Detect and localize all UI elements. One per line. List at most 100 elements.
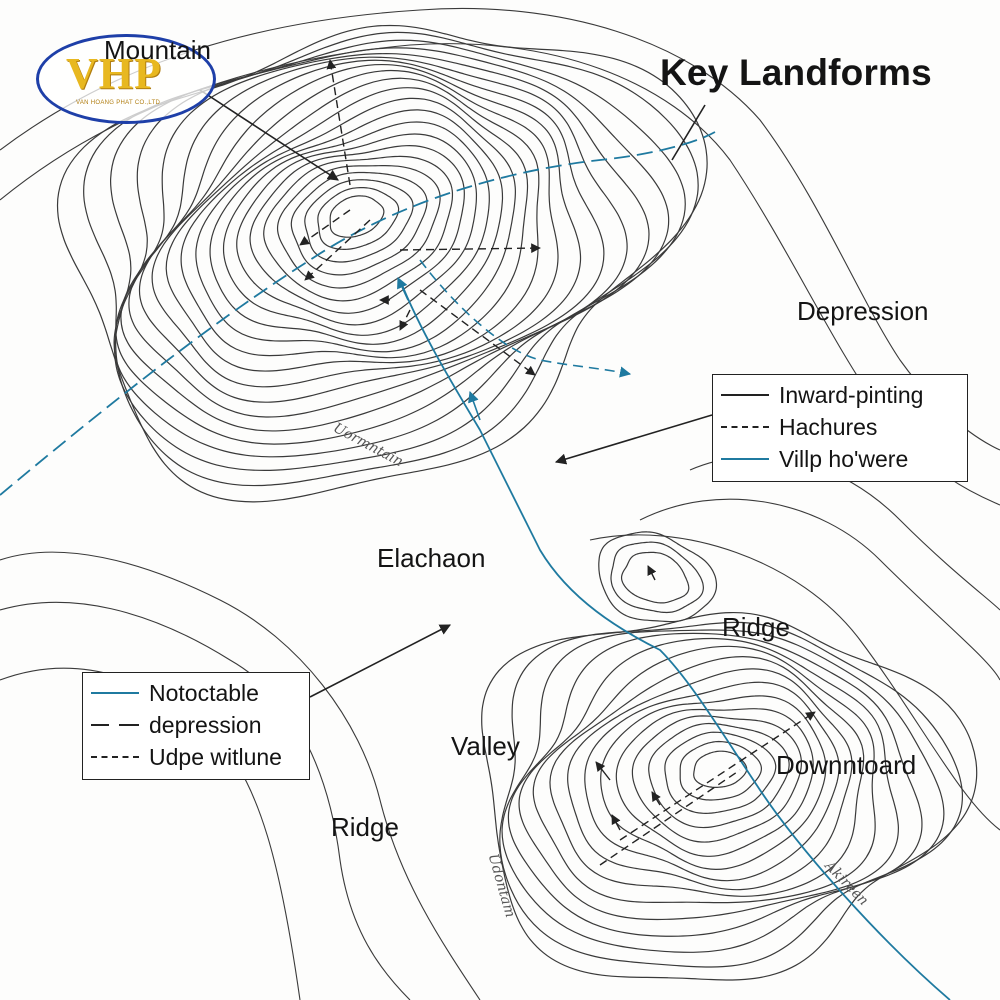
contour-line (290, 171, 428, 276)
small-arrow (647, 565, 657, 581)
contour-line (329, 195, 385, 238)
middle-bump-contours (598, 531, 718, 623)
legend-right-label: Villp ho'were (779, 445, 909, 472)
legend-swatch-dashed (721, 426, 769, 428)
contour-line (600, 695, 827, 871)
label-valley: Valley (451, 731, 520, 761)
logo-ring (36, 34, 216, 124)
contour-line (120, 56, 628, 432)
contour-line (501, 629, 945, 953)
contour-line (631, 715, 802, 843)
label-downntoard: Downntoard (776, 750, 917, 780)
label-elachaon: Elachaon (377, 543, 486, 573)
label-ridge-south: Ridge (331, 812, 399, 842)
hachure-line (599, 769, 741, 866)
legend-right-label: Inward-pinting (779, 381, 924, 408)
contour-line (648, 722, 790, 829)
contour-line (549, 655, 865, 897)
river-arrow (397, 276, 409, 301)
contour-line (532, 645, 876, 904)
small-arrow (595, 761, 611, 781)
main-river (0, 131, 716, 496)
contour-line (138, 63, 582, 403)
contour-line (249, 145, 465, 314)
outer-contour (639, 498, 1000, 681)
legend-right-row: Inward-pinting (721, 379, 959, 411)
contour-line (481, 611, 978, 981)
contour-line (679, 740, 763, 801)
legend-right-row: Hachures (721, 411, 959, 443)
contour-line (584, 681, 840, 882)
legend-swatch-blue (721, 458, 769, 460)
contour-line (195, 97, 516, 353)
small-arrows (595, 565, 661, 831)
contour-line (151, 69, 559, 388)
hachure-line (326, 59, 351, 186)
outer-contour (0, 551, 481, 1000)
hachure-line (399, 309, 411, 331)
map-title: Key Landforms (660, 52, 932, 93)
contour-line (128, 59, 605, 418)
contour-line (304, 179, 414, 263)
hachure-line (299, 209, 351, 246)
title-leader (671, 104, 706, 161)
hachure-line (399, 243, 541, 254)
contour-line (693, 750, 748, 789)
legend-left-label: Notoctable (149, 679, 259, 706)
company-logo: VHP VAN HOANG PHAT CO.,LTD (36, 34, 216, 124)
contour-line (567, 668, 853, 891)
contour-line (222, 121, 490, 336)
legend-right-label: Hachures (779, 413, 878, 440)
contour-line (499, 621, 964, 968)
contour-line (113, 47, 670, 458)
logo-text: VHP (66, 49, 162, 98)
contour-line (165, 77, 540, 372)
legend-swatch-long-dash (91, 724, 139, 726)
contour-line (317, 186, 400, 251)
legend-left-row: Udpe witlune (91, 741, 301, 773)
logo-subtitle: VAN HOANG PHAT CO.,LTD (76, 100, 161, 106)
outer-contour (0, 7, 1000, 451)
river-branch (419, 259, 632, 378)
hachure-line (419, 289, 536, 376)
legend-left-row: depression (91, 709, 301, 741)
contour-line (180, 87, 529, 359)
legend-right: Inward-pinting Hachures Villp ho'were (712, 374, 968, 482)
contour-line (598, 531, 718, 623)
outer-contour (589, 534, 1000, 831)
contour-line (620, 551, 690, 604)
hachure-lines (299, 59, 816, 866)
river-arrow (468, 390, 481, 421)
small-arrow (611, 814, 621, 831)
outer-contour (0, 601, 411, 1000)
valley-river (399, 279, 951, 1000)
contour-line (236, 133, 478, 326)
label-depression: Depression (797, 296, 929, 326)
label-mountain: Mountain (104, 35, 211, 65)
elachaon-callout (309, 624, 451, 698)
contour-line (610, 541, 704, 614)
legend-swatch-dashed (91, 756, 139, 758)
legend-right-row: Villp ho'were (721, 443, 959, 475)
legend-left-row: Notoctable (91, 677, 301, 709)
legend-swatch-blue (91, 692, 139, 694)
legend-left-label: Udpe witlune (149, 743, 282, 770)
legend-left-label: depression (149, 711, 262, 738)
depression-callout (554, 414, 713, 465)
contour-line (263, 155, 454, 302)
legend-swatch-solid (721, 394, 769, 396)
legend-left: Notoctable depression Udpe witlune (82, 672, 310, 780)
small-arrow (651, 791, 661, 806)
hachure-line (304, 219, 371, 281)
contour-line (276, 164, 441, 289)
south-hill-contours (481, 611, 978, 981)
contour-line (664, 731, 777, 814)
callout-arrows (199, 89, 713, 698)
contour-line (83, 31, 699, 487)
north-mountain-contours (56, 24, 708, 503)
label-ridge-east: Ridge (722, 612, 790, 642)
contour-line (507, 632, 923, 937)
mountain-callout (199, 89, 339, 181)
contour-line (518, 637, 900, 921)
